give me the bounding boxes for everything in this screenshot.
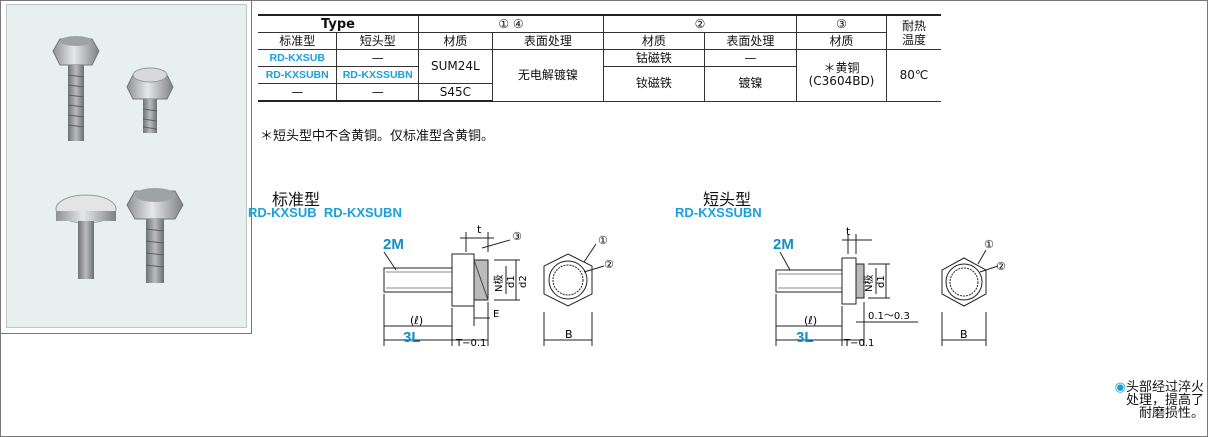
cell-heat: 80℃	[886, 49, 941, 102]
short-callout-1: ①	[984, 238, 994, 251]
screw-photo-illustration	[52, 36, 184, 283]
cell-dash: —	[703, 49, 797, 67]
std-callout-2: ②	[604, 258, 614, 271]
short-dim-b: B	[960, 328, 968, 341]
cell-nickel: 镀镍	[703, 66, 797, 102]
header-short: 短头型	[336, 32, 419, 50]
std-dim-tol: T−0.1	[455, 338, 486, 349]
short-part-number[interactable]: RD-KXSSUBN	[675, 205, 762, 220]
header-group-1-4: ① ④	[418, 14, 604, 33]
product-photo	[6, 4, 247, 328]
cell-mag2: 钕磁铁	[603, 66, 705, 102]
header-group-2: ②	[603, 14, 797, 33]
short-dim-d1: d1	[876, 275, 887, 288]
short-label-l: 3L	[796, 329, 814, 346]
cell-brass: ＊黄铜(C3604BD)	[796, 49, 887, 102]
std-drawing: t ③ ① ② N极 d1 d2 E T−0.1 B (ℓ)	[383, 223, 614, 349]
std-callout-1: ①	[598, 234, 608, 247]
divider-horizontal	[0, 333, 252, 334]
short-dim-n: N极	[862, 275, 875, 292]
cell-r3-std: —	[258, 83, 337, 102]
std-dim-t: t	[477, 223, 482, 236]
header-material-3: 材质	[796, 32, 887, 50]
divider-vertical	[251, 0, 252, 333]
short-label-m: 2M	[773, 236, 794, 253]
short-dim-tol: T−0.1	[843, 338, 874, 349]
cell-r1-short: —	[336, 49, 419, 67]
short-dim-t: t	[846, 225, 851, 238]
cell-mag1: 钴磁铁	[603, 49, 705, 67]
header-surface-2: 表面处理	[703, 32, 797, 50]
short-drawing: t ① ② N极 d1 0.1〜0.3 T−0.1 B (ℓ)	[775, 225, 1006, 349]
header-material-2: 材质	[603, 32, 705, 50]
short-title: 短头型	[703, 190, 752, 209]
header-standard: 标准型	[258, 32, 337, 50]
std-dim-ell: (ℓ)	[410, 314, 423, 327]
short-dim-gap: 0.1〜0.3	[868, 311, 910, 322]
side-note: ◉头部经过淬火 处理，提高了 耐磨损性。	[1114, 380, 1204, 421]
short-dim-ell: (ℓ)	[804, 314, 817, 327]
cell-sum24l: SUM24L	[418, 49, 493, 84]
cell-s45c: S45C	[418, 83, 493, 102]
header-material-1: 材质	[418, 32, 493, 50]
std-dim-d1: d1	[506, 275, 517, 288]
std-title: 标准型	[272, 190, 321, 209]
std-callout-3: ③	[512, 230, 522, 243]
lightbulb-icon: ◉	[1114, 380, 1126, 395]
std-label-m: 2M	[383, 236, 404, 253]
header-surface-1: 表面处理	[491, 32, 604, 50]
std-dim-n: N极	[492, 275, 505, 292]
spec-table: Type ① ④ ② ③ 耐热温度 标准型 短头型 材质 表面处理 材质 表面处…	[258, 14, 941, 102]
table-note: ＊短头型中不含黄铜。仅标准型含黄铜。	[260, 129, 495, 144]
cell-r3-short: —	[336, 83, 419, 102]
cell-surface: 无电解镀镍	[491, 49, 604, 102]
std-dim-e: E	[493, 309, 499, 320]
header-heat: 耐热温度	[886, 14, 941, 50]
header-type: Type	[258, 14, 419, 33]
std-part-numbers[interactable]: RD-KXSUB RD-KXSUBN	[248, 205, 402, 220]
pn-rd-kxsubn[interactable]: RD-KXSUBN	[258, 66, 337, 84]
short-callout-2: ②	[996, 260, 1006, 273]
header-group-3: ③	[796, 14, 887, 33]
pn-rd-kxsub[interactable]: RD-KXSUB	[258, 49, 337, 67]
pn-rd-kxssubn[interactable]: RD-KXSSUBN	[336, 66, 419, 84]
std-dim-d2: d2	[518, 275, 529, 288]
std-dim-b: B	[565, 328, 573, 341]
std-label-l: 3L	[403, 329, 421, 346]
